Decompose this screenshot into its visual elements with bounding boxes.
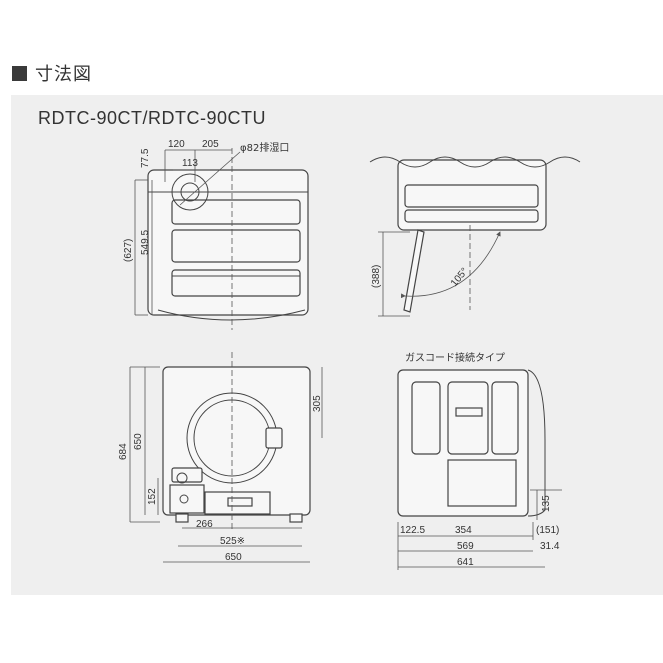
side-view: ガスコード接続タイプ 122.5 354 569 641 135 (151) 3… [397,351,562,570]
exhaust-label: φ82排湿口 [240,141,289,154]
dim-77-5: 77.5 [140,148,151,168]
door-view: (388) 105° [369,156,581,317]
dim-627: (627) [123,239,134,262]
dim-388: (388) [371,265,382,288]
dim-305: 305 [312,395,323,412]
model-name: RDTC-90CT/RDTC-90CTU [38,108,267,128]
dim-354: 354 [455,525,472,536]
dim-650-h: 650 [133,433,144,450]
section-heading: 寸法図 [12,62,92,85]
section-title: 寸法図 [35,64,92,85]
dim-650-w: 650 [225,552,242,563]
dim-113: 113 [182,158,198,169]
dim-152: 152 [147,488,158,505]
dim-266: 266 [196,519,213,530]
dim-135: 135 [541,495,552,512]
dim-31-4: 31.4 [540,541,560,552]
top-view: 120 205 113 φ82排湿口 77.5 (627) 549.5 [123,139,309,330]
dim-569: 569 [457,541,474,552]
dim-684: 684 [118,443,129,460]
top-view-panel-1 [171,199,301,225]
dim-205: 205 [202,139,219,150]
diagram-panel [11,95,663,595]
top-view-panel-3 [171,269,301,297]
dim-120: 120 [168,139,185,150]
gas-cord-label: ガスコード接続タイプ [405,351,505,364]
dim-641: 641 [457,557,474,568]
dim-549-5: 549.5 [140,230,151,255]
dim-151: (151) [536,525,559,536]
exhaust-port-circle [171,173,209,211]
dim-525: 525※ [220,536,245,547]
front-view: 684 650 305 152 266 525※ 650 [118,352,323,563]
open-door [403,229,425,313]
heading-square-icon [12,65,27,81]
dim-122-5: 122.5 [400,525,425,536]
top-view-panel-2 [171,229,301,263]
